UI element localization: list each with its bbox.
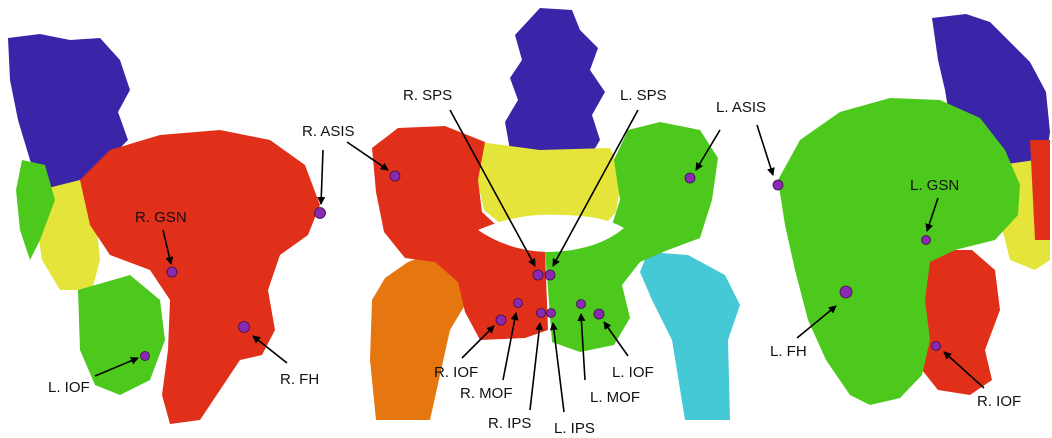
label-r-mof: R. MOF	[460, 385, 513, 402]
landmark-r-iof	[496, 315, 506, 325]
label-r-iof: R. IOF	[434, 364, 478, 381]
label-r-ips: R. IPS	[488, 415, 531, 432]
label-l-asis: L. ASIS	[716, 99, 766, 116]
label-r-iof-right: R. IOF	[977, 393, 1021, 410]
landmark-l-asis	[773, 180, 783, 190]
front-view: R. SPS L. SPS R. IOF R. MOF R. IPS L. IP…	[347, 8, 740, 437]
label-r-asis: R. ASIS	[302, 123, 355, 140]
label-l-fh: L. FH	[770, 343, 807, 360]
landmark-l-asis-front	[685, 173, 695, 183]
label-l-sps: L. SPS	[620, 87, 667, 104]
left-lateral-view: L. ASIS L. GSN L. FH R. IOF	[716, 14, 1050, 410]
label-l-iof-left: L. IOF	[48, 379, 90, 396]
landmark-l-gsn	[922, 236, 931, 245]
landmark-l-iof	[594, 309, 604, 319]
landmark-l-mof	[577, 300, 586, 309]
spine-center-panel	[505, 8, 605, 160]
arrow-r-ips	[530, 323, 540, 410]
label-l-gsn: L. GSN	[910, 177, 959, 194]
landmark-r-asis-front	[390, 171, 400, 181]
label-r-fh: R. FH	[280, 371, 319, 388]
landmark-l-fh	[840, 286, 852, 298]
label-l-mof: L. MOF	[590, 389, 640, 406]
label-l-ips: L. IPS	[554, 420, 595, 437]
landmark-r-sps	[533, 270, 543, 280]
landmark-r-iof-right	[932, 342, 941, 351]
landmark-r-gsn	[167, 267, 177, 277]
landmark-r-mof	[514, 299, 523, 308]
label-r-sps: R. SPS	[403, 87, 452, 104]
landmark-l-sps	[545, 270, 555, 280]
landmark-l-iof	[141, 352, 150, 361]
landmark-r-asis	[315, 208, 326, 219]
landmark-l-ips	[547, 309, 556, 318]
label-r-gsn: R. GSN	[135, 209, 187, 226]
landmark-r-ips	[537, 309, 546, 318]
label-l-iof: L. IOF	[612, 364, 654, 381]
left-femur-center-panel	[640, 252, 740, 420]
arrow-r-asis	[321, 150, 323, 204]
landmark-r-fh	[239, 322, 250, 333]
arrow-l-asis	[757, 125, 773, 175]
right-lateral-view: R. ASIS R. GSN R. FH L. IOF	[8, 34, 355, 424]
